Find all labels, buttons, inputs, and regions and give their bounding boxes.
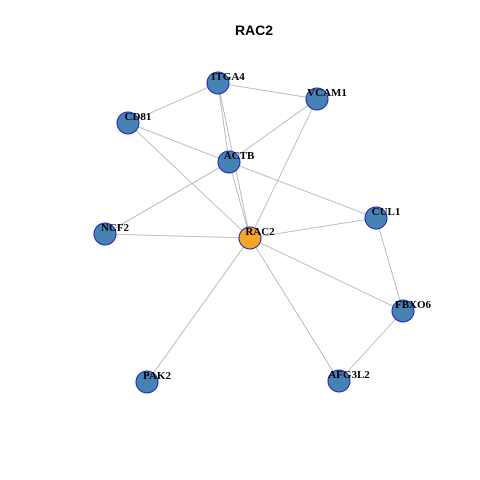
node-pak2: PAK2	[135, 370, 171, 394]
edge-itga4-cd81	[127, 82, 219, 124]
edge-cd81-actb	[127, 122, 230, 163]
node-label: CUL1	[372, 206, 401, 218]
edge-actb-rac2	[228, 161, 251, 239]
graph-title: RAC2	[235, 22, 273, 38]
edge-cul1-rac2	[249, 217, 377, 239]
node-label: FBXO6	[395, 299, 432, 311]
node-circle	[93, 222, 117, 246]
edge-actb-ncf2	[104, 161, 230, 235]
edge-ncf2-rac2	[104, 233, 251, 239]
node-rac2: RAC2	[238, 226, 275, 250]
node-circle	[364, 206, 388, 230]
node-circle	[206, 71, 230, 95]
node-circle	[135, 370, 159, 394]
edge-fbxo6-afg3l2	[338, 310, 404, 382]
node-vcam1: VCAM1	[305, 87, 347, 111]
edge-actb-cul1	[228, 161, 377, 219]
node-circle	[238, 226, 262, 250]
edge-rac2-pak2	[146, 237, 251, 383]
node-circle	[391, 299, 415, 323]
edge-itga4-vcam1	[217, 82, 318, 100]
node-itga4: ITGA4	[206, 71, 245, 95]
node-label: ITGA4	[211, 71, 245, 83]
node-circle	[305, 87, 329, 111]
node-cul1: CUL1	[364, 206, 401, 230]
edges-layer	[104, 82, 404, 383]
node-label: PAK2	[143, 370, 171, 382]
node-label: RAC2	[245, 226, 275, 238]
node-label: NCF2	[101, 222, 130, 234]
edge-vcam1-rac2	[249, 98, 318, 239]
node-circle	[116, 111, 140, 135]
node-label: VCAM1	[307, 87, 347, 99]
node-label: CD81	[125, 111, 152, 123]
edge-rac2-fbxo6	[249, 237, 404, 312]
node-circle	[327, 369, 351, 393]
node-label: ACTB	[224, 150, 255, 162]
edge-rac2-afg3l2	[249, 237, 340, 382]
edge-itga4-actb	[217, 82, 230, 163]
node-cd81: CD81	[116, 111, 152, 135]
edge-cd81-rac2	[127, 122, 251, 239]
node-circle	[217, 150, 241, 174]
node-actb: ACTB	[217, 150, 255, 174]
node-fbxo6: FBXO6	[391, 299, 432, 323]
node-afg3l2: AFG3L2	[327, 369, 370, 393]
edge-cul1-fbxo6	[375, 217, 404, 312]
edge-vcam1-actb	[228, 98, 318, 163]
node-label: AFG3L2	[328, 369, 370, 381]
node-ncf2: NCF2	[93, 222, 130, 246]
